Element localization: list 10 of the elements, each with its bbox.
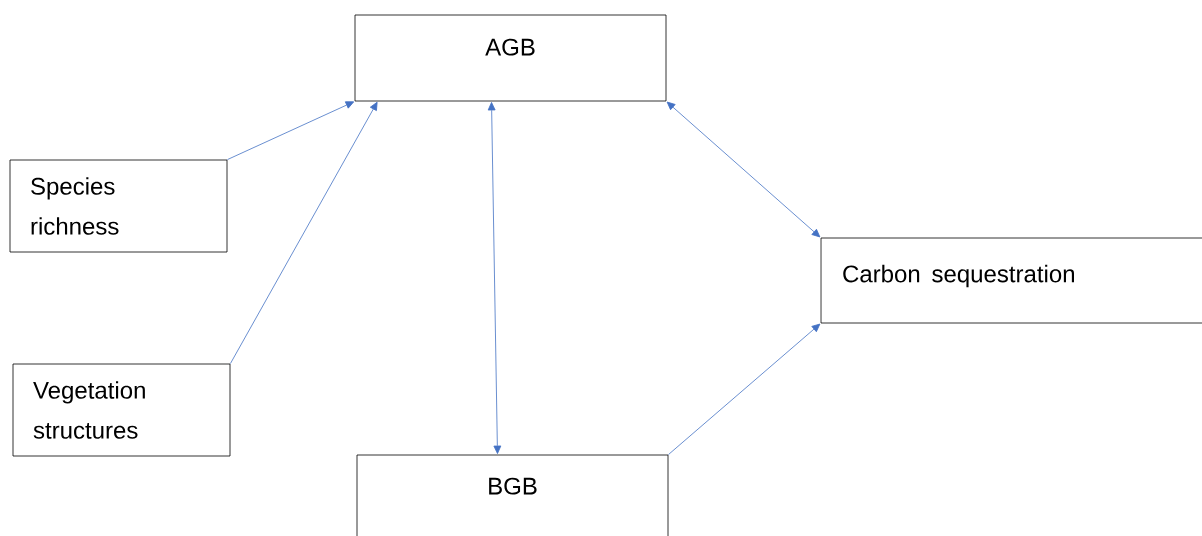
box: Carbon sequestration <box>820 237 1202 324</box>
box: Species richness <box>9 159 228 253</box>
box: AGB <box>354 14 667 102</box>
box: BGB <box>356 454 669 536</box>
arrow <box>227 101 355 160</box>
arrow <box>666 101 821 238</box>
arrow <box>230 101 378 364</box>
arrow <box>487 102 502 454</box>
arrow <box>668 323 821 455</box>
box: Vegetation structures <box>12 363 231 457</box>
